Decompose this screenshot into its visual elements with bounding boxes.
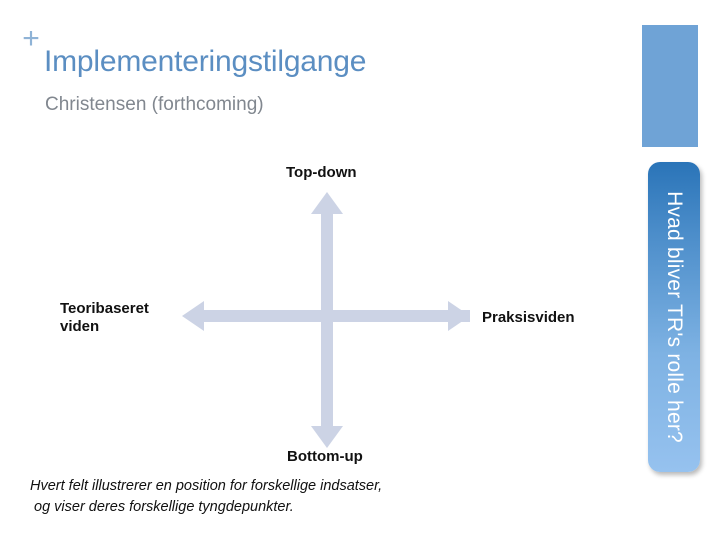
sidebar-callout-box[interactable]: Hvad bliver TR's rolle her? <box>648 162 700 472</box>
axis-label-bottom-up: Bottom-up <box>287 448 363 465</box>
sidebar-color-band <box>642 25 698 147</box>
quadrant-diagram: Top-down Bottom-up Teoribaseret viden Pr… <box>0 150 640 470</box>
caption-line-1: Hvert felt illustrerer en position for f… <box>30 478 383 494</box>
right-sidebar: Hvad bliver TR's rolle her? <box>641 0 720 540</box>
page-subtitle: Christensen (forthcoming) <box>45 94 264 115</box>
caption-line-2: og viser deres forskellige tyngdepunkter… <box>34 499 294 515</box>
axis-label-top-down: Top-down <box>286 164 357 181</box>
caption-block: Hvert felt illustrerer en position for f… <box>30 476 460 518</box>
axis-label-teoribaseret-viden: Teoribaseret viden <box>60 300 149 335</box>
page-title: Implementeringstilgange <box>44 45 367 78</box>
slide-header: + Implementeringstilgange Christensen (f… <box>0 0 640 140</box>
plus-icon: + <box>22 22 40 55</box>
horizontal-axis-arrow <box>182 301 470 331</box>
axes-arrows-graphic <box>182 192 470 448</box>
axis-label-praksisviden: Praksisviden <box>482 309 575 326</box>
sidebar-callout-label: Hvad bliver TR's rolle her? <box>663 191 686 443</box>
